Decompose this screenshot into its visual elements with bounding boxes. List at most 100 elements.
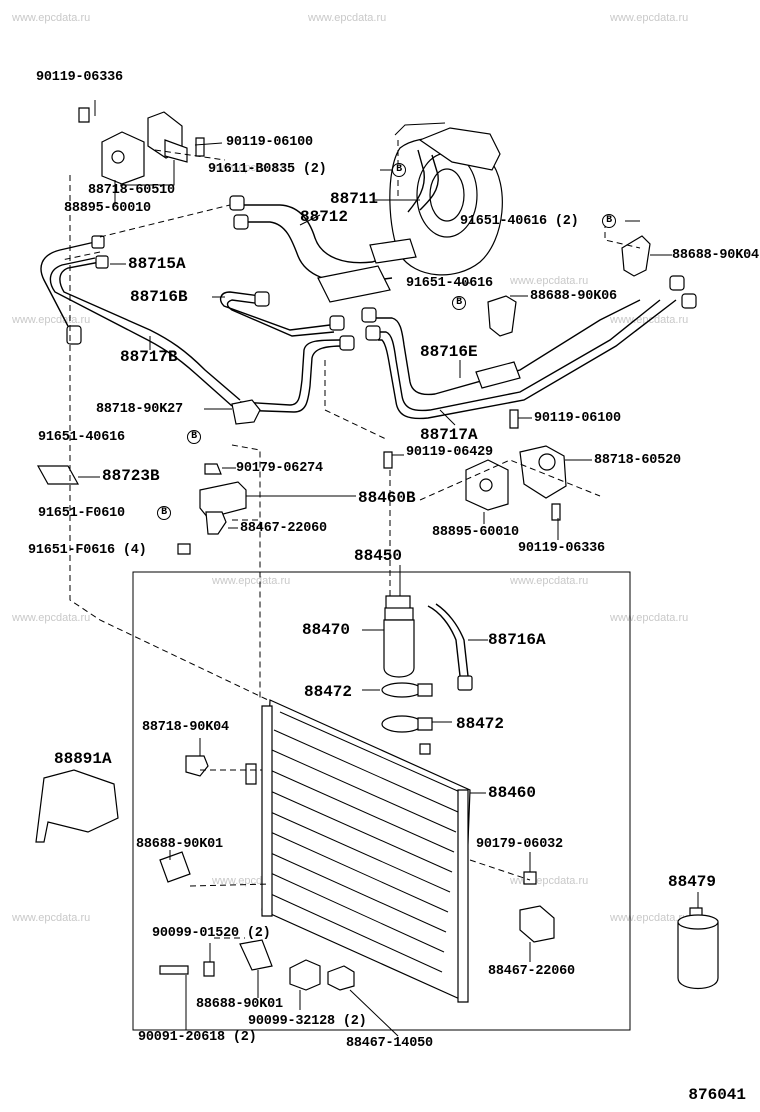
watermark: www.epcdata.ru	[212, 575, 291, 587]
pipe-88717a	[375, 299, 661, 412]
part-label[interactable]: 90119-06100	[534, 411, 621, 426]
watermark: www.epcdata.ru	[510, 575, 589, 587]
grommet-90099-32128	[289, 959, 321, 991]
bracket-88895-60010	[101, 131, 145, 185]
part-label[interactable]: 91651-40616	[406, 276, 493, 291]
part-label[interactable]: 88718-60520	[594, 453, 681, 468]
part-label[interactable]: 88718-90K27	[96, 402, 183, 417]
bracket-88460b	[199, 481, 247, 519]
circle-marker-b: B	[602, 214, 616, 228]
watermark: www.epcdata.ru	[308, 12, 387, 24]
part-label[interactable]: 88711	[330, 190, 379, 208]
bolt-90091-20618	[159, 965, 189, 975]
pipe-88715a	[40, 241, 96, 331]
part-label[interactable]: 88688-90K04	[672, 248, 759, 263]
condenser-group-frame	[132, 571, 631, 1031]
cushion-88467-22060	[519, 905, 555, 943]
part-label[interactable]: 90119-06100	[226, 135, 313, 150]
part-label[interactable]: 88723B	[102, 467, 160, 485]
watermark: www.epcdata.ru	[610, 12, 689, 24]
bracket-88688-90k01-b	[239, 939, 273, 971]
watermark: www.epcdata.ru	[12, 12, 91, 24]
part-label[interactable]: 88460B	[358, 489, 416, 507]
part-label[interactable]: 88716B	[130, 288, 188, 306]
part-label[interactable]: 90119-06336	[518, 541, 605, 556]
muffler	[317, 265, 391, 303]
clamp-88688-90k06	[487, 295, 517, 337]
nut-90099-01520	[203, 961, 215, 977]
part-label[interactable]: 91611-B0835 (2)	[208, 162, 327, 177]
condenser-88460	[261, 699, 471, 1003]
diagram-code: 876041	[688, 1086, 746, 1104]
pad-88723b	[36, 465, 80, 485]
part-label[interactable]: 88895-60010	[432, 525, 519, 540]
clamp-88718-90k27	[231, 399, 261, 425]
circle-marker-b: B	[187, 430, 201, 444]
pipe-88716b	[219, 291, 331, 331]
part-label[interactable]: 88718-90K04	[142, 720, 229, 735]
part-label[interactable]: 88715A	[128, 255, 186, 273]
part-label[interactable]: 88688-90K06	[530, 289, 617, 304]
part-label[interactable]: 88472	[456, 715, 505, 733]
part-label[interactable]: 88717A	[420, 426, 478, 444]
clamp-88718-90k04	[185, 755, 209, 777]
part-label[interactable]: 90091-20618 (2)	[138, 1030, 257, 1045]
compressor-oil-88479	[677, 907, 719, 989]
watermark: www.epcdata.ru	[12, 314, 91, 326]
bracket-88472-b	[381, 715, 423, 733]
part-label[interactable]: 88688-90K01	[196, 997, 283, 1012]
part-label[interactable]: 90099-01520 (2)	[152, 926, 271, 941]
part-label[interactable]: 88895-60010	[64, 201, 151, 216]
part-label[interactable]: 88467-22060	[240, 521, 327, 536]
compressor-illustration	[389, 122, 503, 276]
part-label[interactable]: 90099-32128 (2)	[248, 1014, 367, 1029]
part-label[interactable]: 91651-40616	[38, 430, 125, 445]
part-label[interactable]: 88717B	[120, 348, 178, 366]
watermark: www.epcdata.ru	[510, 275, 589, 287]
pipe-88716a	[427, 605, 461, 677]
part-label[interactable]: 90119-06336	[36, 70, 123, 85]
bracket-88472-a	[381, 682, 423, 698]
cushion-88467-14050	[327, 965, 355, 991]
part-label[interactable]: 88467-14050	[346, 1036, 433, 1051]
part-label[interactable]: 90179-06032	[476, 837, 563, 852]
part-label[interactable]: 88712	[300, 208, 349, 226]
nut-90179-06032	[523, 871, 537, 885]
part-label[interactable]: 88479	[668, 873, 717, 891]
part-label[interactable]: 88891A	[54, 750, 112, 768]
bracket-88688-90k01-a	[159, 851, 191, 883]
bolt-90119-06100	[195, 137, 205, 157]
part-label[interactable]: 88467-22060	[488, 964, 575, 979]
hose-88712	[233, 204, 411, 264]
watermark: www.epcdata.ru	[12, 912, 91, 924]
bracket-88718-60510	[147, 111, 188, 163]
fitting	[66, 325, 82, 345]
part-label[interactable]: 91651-40616 (2)	[460, 214, 579, 229]
part-label[interactable]: 91651-F0610	[38, 506, 125, 521]
part-label[interactable]: 91651-F0616 (4)	[28, 543, 147, 558]
part-label[interactable]: 88450	[354, 547, 403, 565]
part-label[interactable]: 88688-90K01	[136, 837, 223, 852]
watermark: www.epcdata.ru	[12, 612, 91, 624]
receiver-dryer-88470	[383, 595, 415, 678]
bracket-88718-60520	[519, 445, 567, 499]
bolt-90119-06336	[78, 107, 90, 123]
clamp-88688-90k04	[621, 235, 651, 277]
part-label[interactable]: 88716E	[420, 343, 478, 361]
part-label[interactable]: 88470	[302, 621, 351, 639]
part-label[interactable]: 88460	[488, 784, 537, 802]
part-label[interactable]: 88472	[304, 683, 353, 701]
circle-marker-b: B	[157, 506, 171, 520]
circle-marker-b: B	[452, 296, 466, 310]
part-label[interactable]: 90179-06274	[236, 461, 323, 476]
part-label[interactable]: 88718-60510	[88, 183, 175, 198]
pipe-88717b	[59, 261, 241, 401]
part-label[interactable]: 88716A	[488, 631, 546, 649]
circle-marker-b: B	[392, 163, 406, 177]
hose-88711	[419, 154, 439, 211]
bracket-88891a	[35, 769, 119, 843]
pipe-88716e	[372, 299, 641, 396]
watermark: www.epcdata.ru	[212, 162, 291, 174]
part-label[interactable]: 90119-06429	[406, 445, 493, 460]
